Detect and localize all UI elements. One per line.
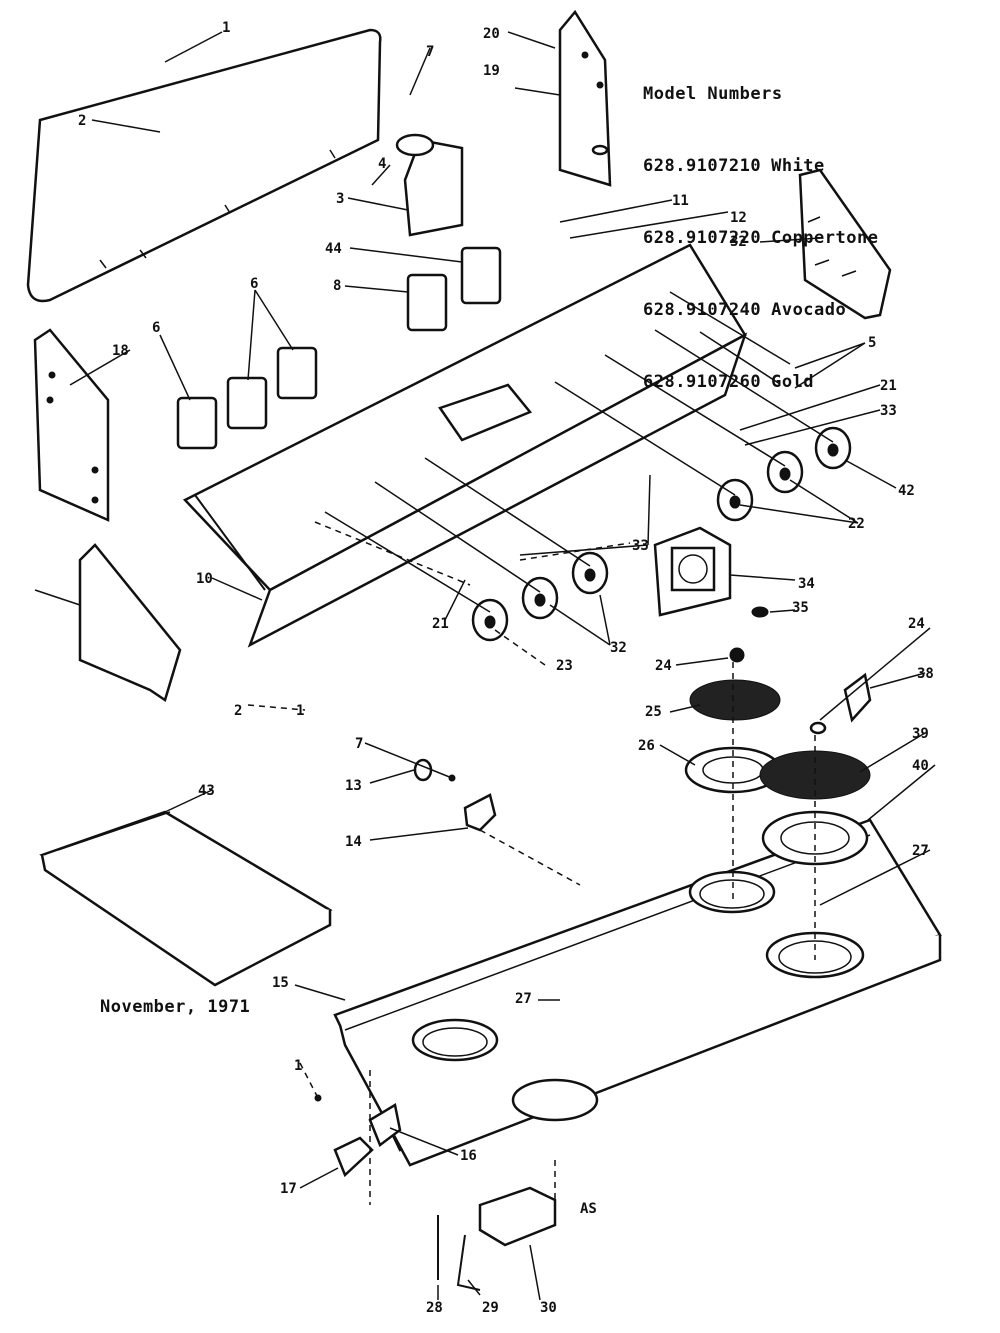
- leader-lines: [34, 31, 936, 1301]
- callout-7-lower: 7: [355, 736, 363, 752]
- model-number: 628.9107240: [643, 300, 762, 320]
- drip-bowls-and-elements: [684, 647, 872, 960]
- callout-6-single: 6: [152, 320, 160, 336]
- small-hardware: [413, 758, 581, 886]
- model-color: White: [771, 156, 825, 176]
- callout-4: 4: [378, 156, 386, 172]
- hinge-parts: [314, 1070, 402, 1205]
- callout-12: 12: [730, 210, 747, 226]
- callout-17: 17: [280, 1181, 297, 1197]
- callout-38: 38: [917, 666, 934, 682]
- model-number: 628.9107220: [643, 228, 762, 248]
- control-panel: [182, 243, 748, 648]
- callout-44: 44: [325, 241, 342, 257]
- callout-34: 34: [798, 576, 815, 592]
- callout-15: 15: [272, 975, 289, 991]
- callout-2: 2: [78, 113, 86, 129]
- callout-24-left: 24: [655, 658, 672, 674]
- callout-19: 19: [483, 63, 500, 79]
- callout-26: 26: [638, 738, 655, 754]
- model-color: Avocado: [771, 300, 847, 320]
- callout-14: 14: [345, 834, 362, 850]
- callout-5: 5: [868, 335, 876, 351]
- callout-24: 24: [908, 616, 925, 632]
- side-bracket-top-right: [558, 9, 612, 187]
- assembly-lines: [314, 291, 834, 613]
- side-bracket-right: [798, 168, 892, 320]
- callout-33: 33: [880, 403, 897, 419]
- callout-13: 13: [345, 778, 362, 794]
- cooktop: [333, 818, 942, 1167]
- callout-32: 32: [730, 234, 747, 250]
- callout-23: 23: [556, 658, 573, 674]
- door-panel: [39, 810, 333, 987]
- callout-as: AS: [580, 1201, 597, 1217]
- model-color: Coppertone: [771, 228, 879, 248]
- back-panel: [26, 28, 382, 303]
- callout-39: 39: [912, 726, 929, 742]
- model-row: 628.9107210 White: [643, 154, 888, 178]
- callout-22: 22: [848, 516, 865, 532]
- callout-16: 16: [460, 1148, 477, 1164]
- callout-1-hinge: 1: [294, 1058, 302, 1074]
- callout-3: 3: [336, 191, 344, 207]
- model-row: 628.9107260 Gold: [643, 370, 888, 394]
- callout-10: 10: [196, 571, 213, 587]
- callout-30: 30: [540, 1300, 557, 1316]
- side-bracket-left: [33, 328, 110, 522]
- callout-8: 8: [333, 278, 341, 294]
- model-number: 628.9107210: [643, 156, 762, 176]
- callout-21: 21: [880, 378, 897, 394]
- callout-42: 42: [898, 483, 915, 499]
- switches: [176, 133, 502, 450]
- callout-33-lower: 33: [632, 538, 649, 554]
- callout-27-lower: 27: [515, 991, 532, 1007]
- callout-29: 29: [482, 1300, 499, 1316]
- diagram-date: November, 1971: [100, 997, 251, 1017]
- callout-43: 43: [198, 783, 215, 799]
- callout-27: 27: [912, 843, 929, 859]
- callout-25: 25: [645, 704, 662, 720]
- callout-7: 7: [426, 44, 434, 60]
- callout-32-lower: 32: [610, 640, 627, 656]
- model-numbers: Model Numbers 628.9107210 White 628.91072…: [643, 34, 888, 442]
- callout-1-lower: 1: [296, 703, 304, 719]
- side-panel-lower-left: [78, 543, 182, 702]
- callout-11: 11: [672, 193, 689, 209]
- model-color: Gold: [771, 372, 815, 392]
- model-heading: Model Numbers: [643, 84, 783, 104]
- callout-2-lower: 2: [234, 703, 242, 719]
- callout-28: 28: [426, 1300, 443, 1316]
- callout-40: 40: [912, 758, 929, 774]
- callout-35: 35: [792, 600, 809, 616]
- callout-18: 18: [112, 343, 129, 359]
- callout-20: 20: [483, 26, 500, 42]
- bottom-parts: [437, 1160, 557, 1291]
- model-row: 628.9107240 Avocado: [643, 298, 888, 322]
- control-knobs: [471, 426, 852, 642]
- clock-timer: [653, 526, 769, 618]
- callout-labels: 1 2 7 19 20 4 3 44 8 11 12 32 5 18 6 6 2…: [78, 20, 934, 1316]
- callout-6: 6: [250, 276, 258, 292]
- callout-1: 1: [222, 20, 230, 36]
- model-number: 628.9107260: [643, 372, 762, 392]
- callout-21-lower: 21: [432, 616, 449, 632]
- model-row: 628.9107220 Coppertone: [643, 226, 888, 250]
